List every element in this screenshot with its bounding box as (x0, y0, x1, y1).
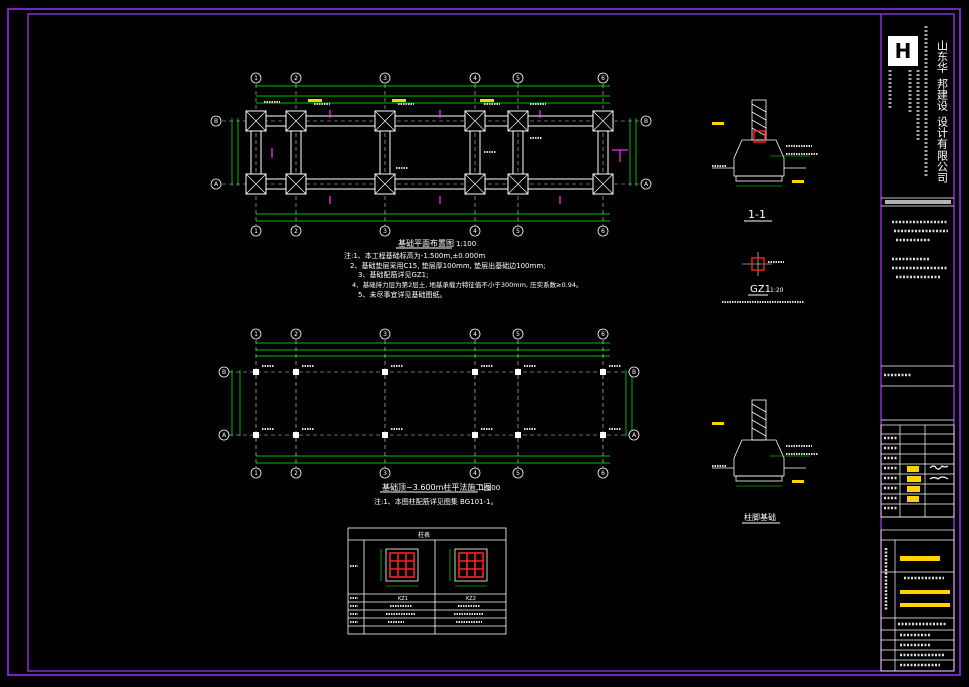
svg-text:4、基础持力层为第2层土, 地基承载力特征值不小于300mm: 4、基础持力层为第2层土, 地基承载力特征值不小于300mm, 压实系数≥0.9… (352, 280, 583, 289)
svg-text:1: 1 (254, 470, 258, 477)
gz1-scale: 1:20 (770, 287, 784, 294)
svg-text:邦建设: 邦建设 (936, 78, 949, 112)
svg-text:4: 4 (473, 470, 477, 477)
section-2-title: 柱脚基础 (744, 512, 776, 522)
svg-text:B: B (222, 369, 226, 376)
kz1-section (385, 548, 419, 582)
plan1-notes: 注:1、本工程基础标高为-1.500m,±0.000m 2、基础垫层采用C15,… (344, 251, 583, 299)
foundation-plan: 1 2 3 4 5 6 1 2 3 4 5 6 B A B A 基础平面布置图 … (210, 72, 652, 299)
svg-text:2、基础垫层采用C15, 垫层厚100mm, 垫层出基础边1: 2、基础垫层采用C15, 垫层厚100mm, 垫层出基础边100mm; (350, 261, 546, 270)
svg-text:3: 3 (383, 470, 387, 477)
svg-text:2: 2 (294, 75, 298, 82)
svg-text:B: B (214, 118, 218, 125)
company-name: 山东华 邦建设 设计有 限公司 (936, 40, 949, 183)
svg-text:4: 4 (473, 331, 477, 338)
svg-text:1: 1 (254, 331, 258, 338)
svg-text:6: 6 (601, 470, 605, 477)
plan1-scale: 1:100 (456, 240, 476, 248)
column-plan: 1 2 3 4 5 6 1 2 3 4 5 6 B A B A 基础顶~3.60… (218, 328, 640, 506)
section-1-1: 1-1 (712, 99, 818, 222)
svg-text:4: 4 (473, 75, 477, 82)
svg-text:注:1、本工程基础标高为-1.500m,±0.000m: 注:1、本工程基础标高为-1.500m,±0.000m (344, 251, 485, 260)
svg-text:2: 2 (294, 470, 298, 477)
svg-text:B: B (644, 118, 648, 125)
column-table: 柱表 (347, 527, 507, 635)
plan2-scale: 1:100 (480, 484, 500, 492)
svg-text:6: 6 (601, 228, 605, 235)
svg-text:KZ2: KZ2 (466, 596, 476, 602)
svg-text:2: 2 (294, 331, 298, 338)
svg-text:设计有: 设计有 (936, 116, 949, 150)
table-header: 柱表 (418, 531, 430, 539)
svg-text:A: A (644, 181, 649, 188)
svg-text:6: 6 (601, 331, 605, 338)
kz2-section (454, 548, 488, 582)
svg-text:3: 3 (383, 75, 387, 82)
sheet-outer-frame (7, 8, 961, 676)
svg-text:5: 5 (516, 331, 520, 338)
svg-text:A: A (222, 432, 227, 439)
svg-text:山东华: 山东华 (936, 40, 949, 73)
svg-text:1: 1 (254, 228, 258, 235)
svg-text:5、未尽事宜详见基础图纸。: 5、未尽事宜详见基础图纸。 (358, 290, 446, 299)
svg-text:5: 5 (516, 75, 520, 82)
svg-text:3、基础配筋详见GZ1;: 3、基础配筋详见GZ1; (358, 270, 429, 279)
gz1-title: GZ1 (750, 284, 771, 295)
svg-text:5: 5 (516, 470, 520, 477)
svg-text:3: 3 (383, 228, 387, 235)
svg-text:A: A (214, 181, 219, 188)
title-block: H 山东华 邦建设 设计有 限公司 (880, 14, 955, 672)
svg-text:4: 4 (473, 228, 477, 235)
svg-text:A: A (632, 432, 637, 439)
svg-text:5: 5 (516, 228, 520, 235)
logo-letter: H (895, 39, 912, 63)
svg-text:B: B (632, 369, 636, 376)
svg-text:2: 2 (294, 228, 298, 235)
company-logo (888, 36, 918, 66)
sheet-inner-frame (27, 13, 955, 672)
plan2-title: 基础顶~3.600m柱平法施工图 (382, 482, 491, 492)
section-column-foot: 柱脚基础 (712, 399, 818, 524)
section-1-1-title: 1-1 (748, 208, 766, 221)
svg-text:KZ1: KZ1 (398, 596, 408, 602)
svg-text:限公司: 限公司 (936, 150, 949, 183)
svg-text:1: 1 (254, 75, 258, 82)
plan1-title: 基础平面布置图 (398, 238, 454, 248)
plan2-note: 注:1、本图柱配筋详见图集 BG101-1。 (374, 497, 497, 506)
svg-text:3: 3 (383, 331, 387, 338)
gz1-detail: GZ1 1:20 (722, 252, 804, 303)
svg-text:6: 6 (601, 75, 605, 82)
